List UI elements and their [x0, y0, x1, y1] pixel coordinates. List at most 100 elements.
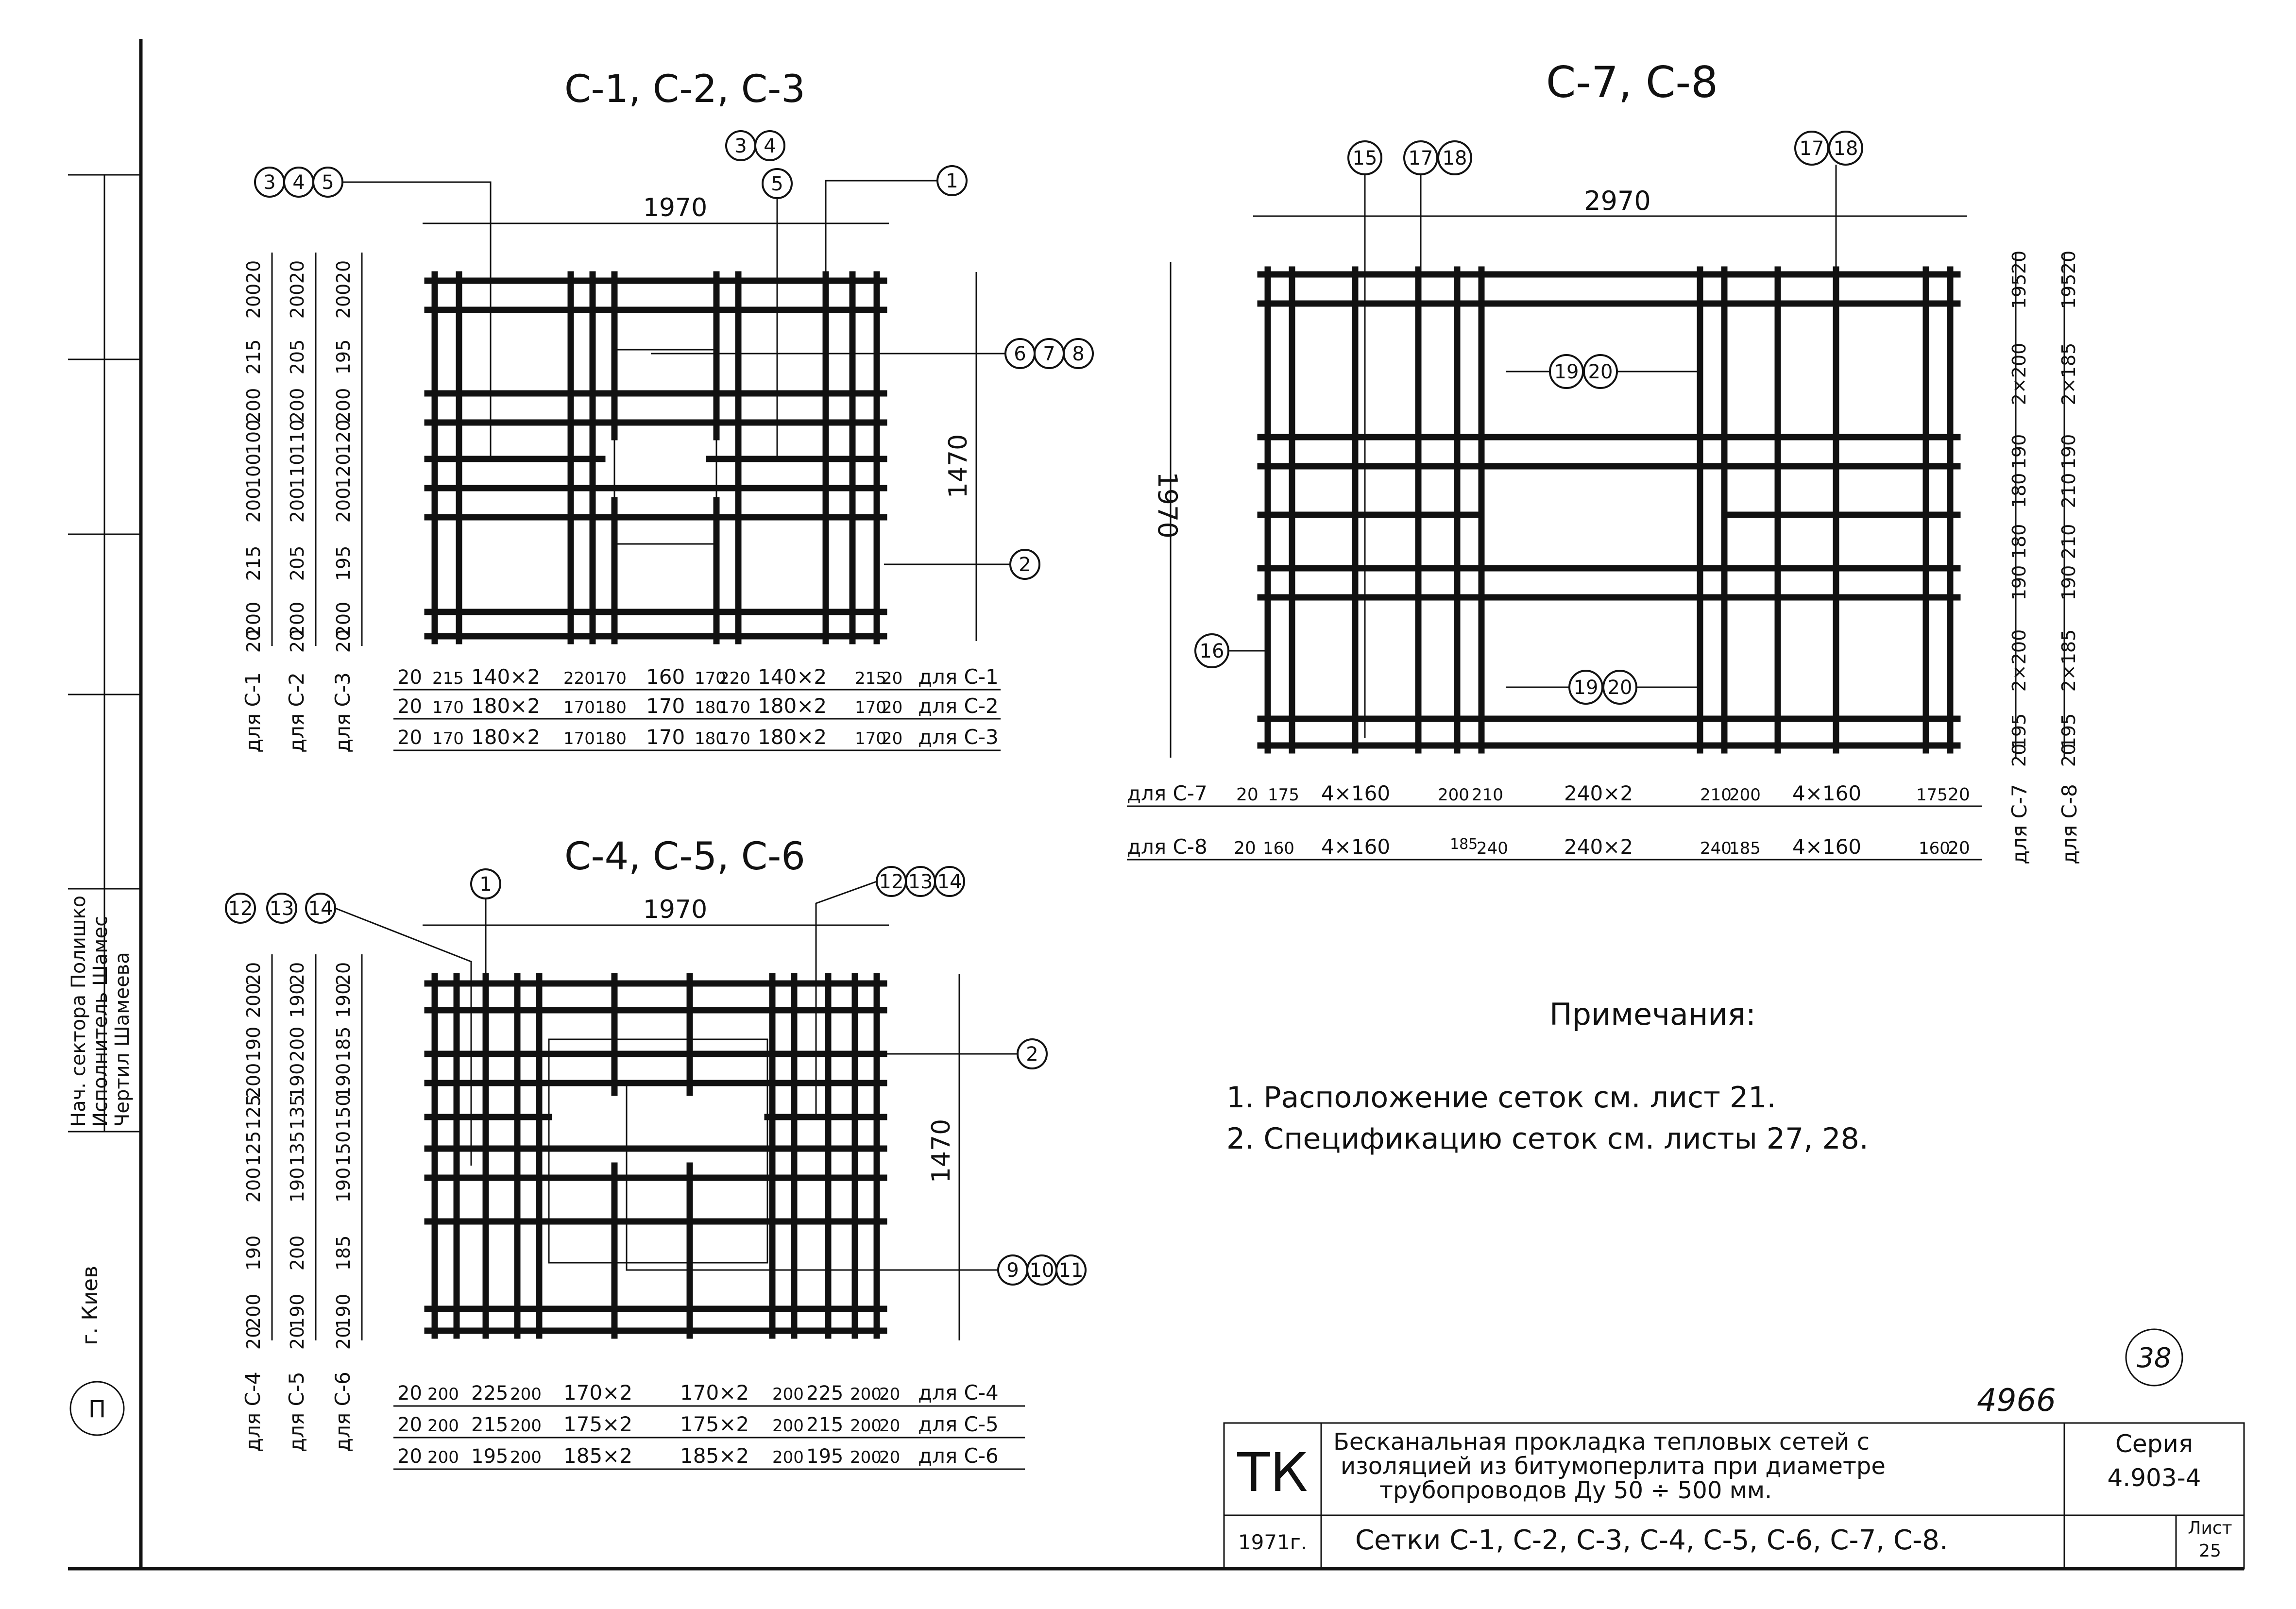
svg-text:215: 215: [432, 669, 464, 688]
mesh-c-callouts: 15 17 18 17 18 19 20 19 20 16: [1194, 131, 1863, 738]
svg-text:200: 200: [772, 1416, 804, 1436]
svg-text:11: 11: [1059, 1259, 1084, 1282]
page-number-circle: [2125, 1328, 2183, 1387]
svg-text:190: 190: [287, 1294, 308, 1329]
svg-text:2×200: 2×200: [2008, 629, 2030, 692]
mesh-b-bottom-dims: 20 200 225 200 170×2 170×2 200 225 200 2…: [393, 1381, 1025, 1470]
svg-text:220: 220: [719, 669, 750, 688]
svg-text:215: 215: [471, 1414, 508, 1436]
svg-text:20: 20: [397, 695, 422, 718]
svg-text:20: 20: [1588, 361, 1613, 383]
svg-text:190: 190: [287, 983, 308, 1018]
mesh-b-row-label-c6: для С-6: [918, 1444, 999, 1468]
svg-text:180: 180: [695, 698, 726, 717]
svg-text:20: 20: [882, 698, 902, 717]
svg-text:200: 200: [427, 1385, 459, 1404]
svg-text:200: 200: [287, 602, 308, 637]
svg-text:180: 180: [2008, 524, 2030, 559]
svg-text:20: 20: [287, 1326, 308, 1350]
svg-text:170×2: 170×2: [563, 1381, 632, 1405]
svg-text:200: 200: [510, 1448, 542, 1467]
svg-text:170: 170: [432, 729, 464, 748]
svg-text:200: 200: [287, 388, 308, 423]
svg-text:200: 200: [333, 388, 354, 423]
svg-text:160: 160: [646, 665, 685, 689]
mesh-a-bottom-dims: 20 215 140×2 220 170 160 170 220 140×2 2…: [393, 665, 1001, 751]
note-2: 2. Спецификацию сеток см. листы 27, 28.: [1226, 1122, 1869, 1156]
svg-text:170: 170: [563, 698, 595, 717]
svg-text:185×2: 185×2: [563, 1444, 632, 1468]
svg-text:2×200: 2×200: [2008, 343, 2030, 406]
svg-text:20: 20: [882, 669, 902, 688]
svg-text:3: 3: [734, 135, 747, 157]
svg-text:100: 100: [243, 420, 264, 455]
svg-text:200: 200: [243, 1168, 264, 1203]
svg-text:200: 200: [850, 1416, 882, 1436]
svg-text:150: 150: [333, 1095, 354, 1130]
series-label: Серия: [2115, 1430, 2193, 1458]
svg-text:200: 200: [510, 1385, 542, 1404]
svg-text:3: 3: [263, 171, 275, 194]
mesh-b-horizontal-bars: [424, 980, 887, 1334]
title-stamp: ТК: [1237, 1441, 1308, 1504]
svg-text:20: 20: [333, 629, 354, 653]
mesh-b-height: 1470: [927, 1119, 956, 1183]
sheet-number: 25: [2199, 1541, 2221, 1561]
svg-text:190: 190: [2058, 565, 2079, 601]
svg-text:20: 20: [397, 1414, 422, 1436]
mesh-a-callouts: 3 4 5 3 4 5 1 6 7 8 2: [254, 130, 1094, 612]
svg-text:110: 110: [287, 454, 308, 489]
svg-text:15: 15: [1353, 147, 1378, 169]
svg-text:20: 20: [243, 962, 264, 985]
svg-text:210: 210: [2058, 524, 2079, 559]
svg-text:170×2: 170×2: [680, 1381, 749, 1405]
svg-text:20: 20: [243, 629, 264, 653]
svg-text:200: 200: [427, 1416, 459, 1436]
svg-text:110: 110: [287, 420, 308, 455]
mesh-c-row-label-c7: для С-7: [1127, 781, 1208, 805]
svg-text:20: 20: [2008, 251, 2030, 274]
svg-text:200: 200: [333, 488, 354, 523]
svg-text:200: 200: [772, 1385, 804, 1404]
svg-text:170: 170: [719, 729, 750, 748]
svg-text:175: 175: [1268, 785, 1299, 805]
mesh-b-width: 1970: [643, 895, 707, 924]
svg-text:20: 20: [2008, 744, 2030, 767]
svg-text:160: 160: [1919, 839, 1950, 858]
mesh-a-height: 1470: [944, 434, 973, 498]
svg-text:195: 195: [471, 1445, 508, 1468]
svg-text:195: 195: [806, 1445, 843, 1468]
svg-text:П: П: [88, 1396, 106, 1423]
svg-text:200: 200: [243, 983, 264, 1018]
mesh-a-row-label-c1: для С-1: [918, 665, 999, 689]
svg-text:4: 4: [764, 135, 776, 157]
mesh-b-callouts: 12 13 14 1 12 13 14 2 9 10 11: [225, 866, 1087, 1286]
mesh-b-left-dims: 20 200 190 200 125 125 200 190 200 20 20…: [241, 954, 363, 1452]
svg-text:185: 185: [333, 1236, 354, 1271]
svg-text:120: 120: [333, 454, 354, 489]
svg-text:2×185: 2×185: [2058, 629, 2079, 692]
svg-text:14: 14: [308, 898, 333, 920]
title-desc-1: Бесканальная прокладка тепловых сетей с: [1333, 1428, 1870, 1456]
sheet-label: Лист: [2188, 1518, 2232, 1538]
svg-text:220: 220: [563, 669, 595, 688]
svg-text:20: 20: [879, 1448, 900, 1467]
svg-text:7: 7: [1043, 343, 1055, 365]
svg-text:195: 195: [2058, 274, 2079, 309]
svg-text:195: 195: [333, 339, 354, 375]
svg-text:4×160: 4×160: [1321, 781, 1390, 805]
svg-text:13: 13: [908, 871, 933, 893]
svg-text:225: 225: [471, 1382, 508, 1405]
svg-text:8: 8: [1072, 343, 1084, 365]
mesh-a-row-label-c3: для С-3: [918, 725, 999, 749]
mesh-c-right-dims: 20 195 2×200 190 180 180 190 2×200 195 2…: [2007, 251, 2081, 864]
svg-text:20: 20: [287, 962, 308, 985]
svg-text:200: 200: [243, 1063, 264, 1099]
svg-text:215: 215: [806, 1414, 843, 1436]
svg-text:135: 135: [287, 1095, 308, 1130]
svg-text:200: 200: [1729, 785, 1761, 805]
svg-text:180×2: 180×2: [471, 725, 540, 749]
title-c1c2c3: С-1, С-2, С-3: [564, 68, 805, 111]
svg-text:210: 210: [1700, 785, 1732, 805]
